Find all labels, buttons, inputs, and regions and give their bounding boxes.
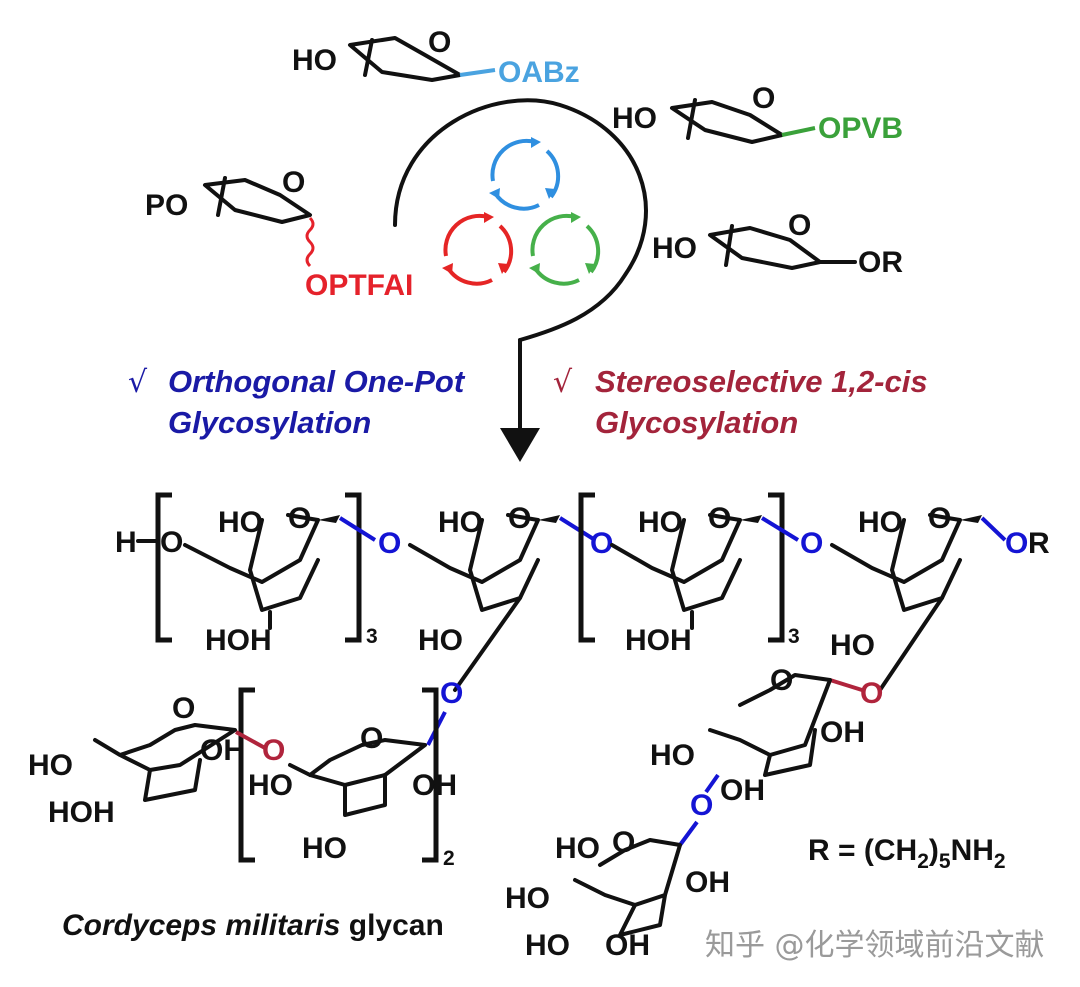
ringR2-ho-label: HO [555, 832, 600, 865]
red-cycle-icon [442, 212, 514, 286]
branch-right-blue-link-o: O [690, 789, 713, 822]
glycan-backbone: H O 3 HO O HOH O HO O HO O 3 [115, 492, 1050, 692]
repeat-count-2: 3 [788, 625, 800, 648]
green-cycle-icon [529, 212, 601, 286]
ringL2-oh-label: OH [200, 734, 245, 767]
ringR2-o-label: O [612, 826, 635, 859]
ring4-o-label: O [928, 502, 951, 535]
ringR1-oh-lower-label: OH [720, 774, 765, 807]
donor-ptfai: PO O OPTFAI [145, 166, 413, 302]
ringL1-ho-label: HO [248, 769, 293, 802]
acceptor-ring-o-label: O [788, 209, 811, 242]
reaction-arrowhead [500, 428, 540, 462]
glycan-or-terminus: O [1005, 527, 1028, 560]
ringL1-oh-label: OH [412, 769, 457, 802]
ring4-ho-label: HO [858, 506, 903, 539]
ringR2-ho-lower-label: HO [525, 929, 570, 962]
acceptor-or: HO O OR [652, 209, 903, 279]
orthogonal-line-2: Glycosylation [168, 405, 371, 440]
stereo-check-icon: √ [553, 365, 573, 400]
orthogonal-line-1: Orthogonal One-Pot [168, 364, 466, 399]
ring1-o-label: O [288, 502, 311, 535]
ringR2-oh-lower-label: OH [605, 929, 650, 962]
pvb-leaving-group-label: OPVB [818, 112, 903, 145]
branch-right-link-o: O [860, 677, 883, 710]
ring2-o-label: O [508, 502, 531, 535]
acceptor-leaving-group-label: OR [858, 246, 903, 279]
ring3-o-label: O [708, 502, 731, 535]
stereo-line-1: Stereoselective 1,2-cis [595, 364, 928, 399]
donor-pvb: HO O OPVB [612, 82, 903, 145]
ring1-hoh-label: HOH [205, 624, 272, 657]
link-o-2: O [590, 527, 613, 560]
ringL1-o-label: O [360, 722, 383, 755]
ringL2-hoh-label: HOH [48, 796, 115, 829]
glycan-caption: Cordyceps militaris glycan [62, 909, 444, 942]
ring3-ho-label: HO [638, 506, 683, 539]
ringL2-ho-label: HO [28, 749, 73, 782]
reaction-cycle-arc [393, 98, 648, 342]
abz-ho-label: HO [292, 44, 337, 77]
ring3-hoh-label: HOH [625, 624, 692, 657]
ring4-ho-lower-label: HO [830, 629, 875, 662]
donor-abz: HO O OABz [292, 26, 580, 89]
glycan-h-label: H [115, 526, 137, 559]
ringL1-ho-lower-label: HO [302, 832, 347, 865]
ring2-ho-lower-label: HO [418, 624, 463, 657]
ringR1-oh-label: OH [820, 716, 865, 749]
repeat-count-3: 2 [443, 847, 455, 870]
acceptor-ho-label: HO [652, 232, 697, 265]
link-o-3: O [800, 527, 823, 560]
ringR2-ho-mid-label: HO [505, 882, 550, 915]
ringR1-ho-label: HO [650, 739, 695, 772]
ptfai-ring-o-label: O [282, 166, 305, 199]
r-group-definition: R = (CH2)5NH2 [808, 834, 1006, 873]
ring1-ho-label: HO [218, 506, 263, 539]
pvb-ho-label: HO [612, 102, 657, 135]
watermark-text: 知乎 @化学领域前沿文献 [705, 928, 1045, 963]
branch-left-link-o: O [440, 677, 463, 710]
glycan-terminal-o-label: O [160, 526, 183, 559]
ptfai-leaving-group-label: OPTFAI [305, 269, 413, 302]
abz-ring-o-label: O [428, 26, 451, 59]
ringR1-o-label: O [770, 664, 793, 697]
ringR2-oh-label: OH [685, 866, 730, 899]
link-o-1: O [378, 527, 401, 560]
pvb-ring-o-label: O [752, 82, 775, 115]
repeat-count-1: 3 [366, 625, 378, 648]
orthogonal-check-icon: √ [128, 365, 148, 400]
ring2-ho-label: HO [438, 506, 483, 539]
blue-cycle-icon [489, 137, 561, 211]
ringL2-o-label: O [172, 692, 195, 725]
branch-left-red-link-o: O [262, 734, 285, 767]
glycan-left-branch: O 2 O HO OH HO O O HO OH HOH [28, 677, 463, 870]
abz-leaving-group-label: OABz [498, 56, 580, 89]
glycan-right-branch: O O HO OH OH O O HO OH HO HO OH [505, 664, 883, 962]
stereo-line-2: Glycosylation [595, 405, 798, 440]
ptfai-po-label: PO [145, 189, 188, 222]
glycan-r-label: R [1028, 527, 1050, 560]
